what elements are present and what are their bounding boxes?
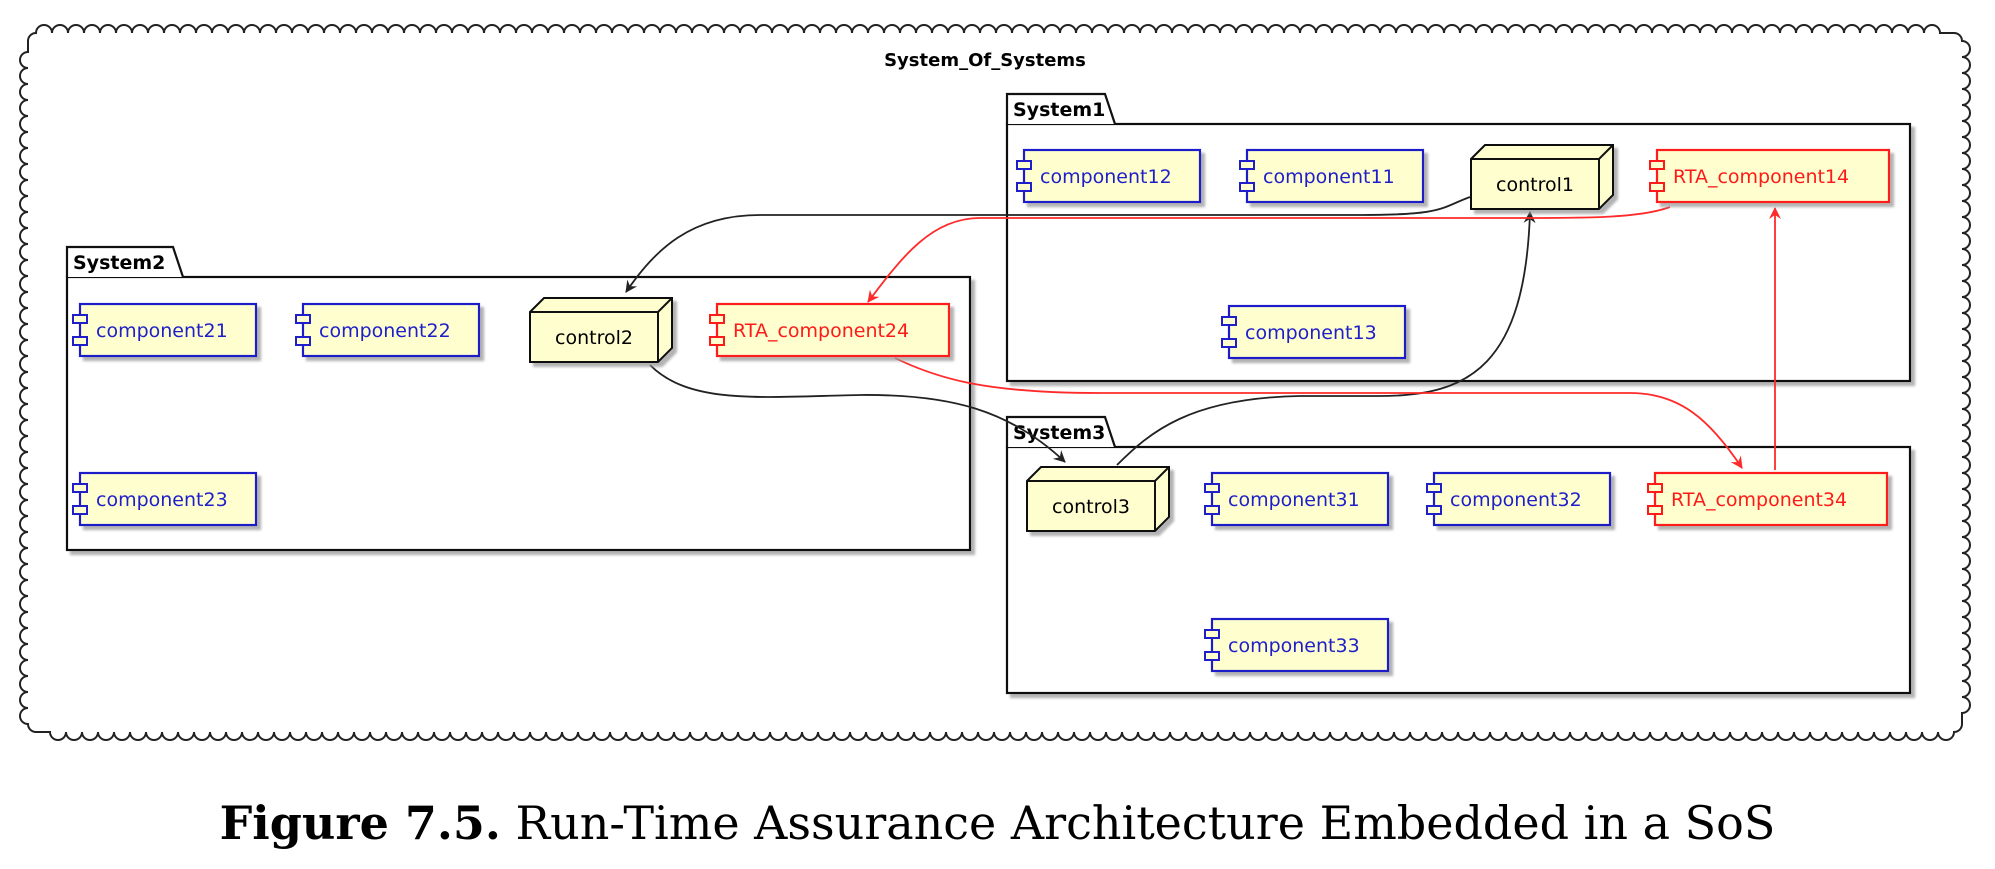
figure-label: Figure 7.5. (219, 796, 501, 850)
component-port-icon (1204, 651, 1220, 661)
component-port-icon (1649, 160, 1665, 170)
component-label: component21 (96, 320, 228, 342)
node-label: control1 (1496, 174, 1574, 196)
component-port-icon (1204, 629, 1220, 639)
component-label: component12 (1040, 166, 1172, 188)
component-component31: component31 (1204, 471, 1390, 527)
component-label: component11 (1263, 166, 1395, 188)
component-component13: component13 (1221, 304, 1407, 360)
component-label: RTA_component34 (1671, 489, 1847, 511)
edge-rta14-to-rta24 (867, 206, 1671, 303)
component-port-icon (1426, 483, 1442, 493)
package-title-system2: System2 (73, 252, 165, 274)
component-label: component22 (319, 320, 451, 342)
sos-title: System_Of_Systems (884, 50, 1086, 71)
edge-control3-to-control1 (1116, 211, 1536, 466)
component-rta24: RTA_component24 (709, 302, 951, 358)
component-port-icon (1016, 160, 1032, 170)
component-port-icon (1239, 160, 1255, 170)
component-port-icon (1649, 182, 1665, 192)
component-port-icon (295, 336, 311, 346)
component-port-icon (1221, 338, 1237, 348)
component-port-icon (72, 314, 88, 324)
figure-caption: Figure 7.5. Run-Time Assurance Architect… (0, 800, 1995, 846)
component-port-icon (1647, 483, 1663, 493)
component-label: RTA_component14 (1673, 166, 1849, 188)
component-label: component31 (1228, 489, 1360, 511)
component-port-icon (295, 314, 311, 324)
component-label: component32 (1450, 489, 1582, 511)
component-port-icon (72, 336, 88, 346)
component-port-icon (1239, 182, 1255, 192)
architecture-diagram: System_Of_Systems System1System2System3 … (19, 24, 1971, 741)
package-title-system1: System1 (1013, 99, 1105, 121)
component-port-icon (72, 483, 88, 493)
component-component11: component11 (1239, 148, 1425, 204)
node-control1: control1 (1470, 144, 1614, 210)
component-port-icon (709, 314, 725, 324)
component-port-icon (709, 336, 725, 346)
component-port-icon (1204, 505, 1220, 515)
component-component12: component12 (1016, 148, 1202, 204)
figure-caption-text: Run-Time Assurance Architecture Embedded… (515, 796, 1776, 850)
edge-control1-to-control2 (625, 196, 1471, 293)
component-component22: component22 (295, 302, 481, 358)
node-label: control3 (1052, 496, 1130, 518)
component-component23: component23 (72, 471, 258, 527)
node-control3: control3 (1026, 466, 1170, 532)
component-rta14: RTA_component14 (1649, 148, 1891, 204)
edge-control2-to-control3 (649, 364, 1066, 463)
component-port-icon (1204, 483, 1220, 493)
component-port-icon (72, 505, 88, 515)
node-control2: control2 (529, 297, 673, 363)
component-component33: component33 (1204, 617, 1390, 673)
component-label: component23 (96, 489, 228, 511)
edge-rta24-to-rta34 (894, 357, 1743, 469)
component-label: RTA_component24 (733, 320, 909, 342)
component-rta34: RTA_component34 (1647, 471, 1889, 527)
component-port-icon (1426, 505, 1442, 515)
component-label: component13 (1245, 322, 1377, 344)
component-component21: component21 (72, 302, 258, 358)
component-port-icon (1221, 316, 1237, 326)
component-port-icon (1647, 505, 1663, 515)
component-label: component33 (1228, 635, 1360, 657)
component-port-icon (1016, 182, 1032, 192)
node-label: control2 (555, 327, 633, 349)
component-component32: component32 (1426, 471, 1612, 527)
